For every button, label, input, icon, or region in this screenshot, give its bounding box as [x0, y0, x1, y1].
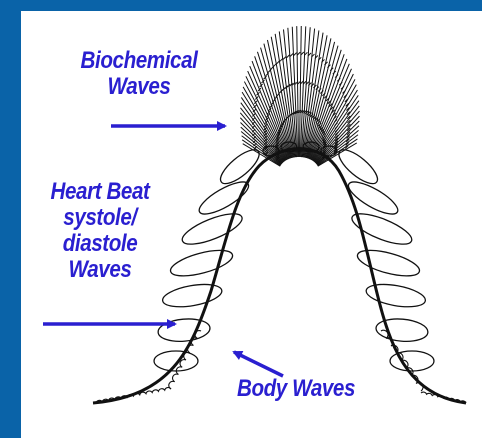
heartbeat-loop — [355, 245, 422, 281]
biochemical-waves-crown — [240, 26, 359, 166]
biochemical-label-line: Waves — [63, 74, 214, 100]
heartbeat-label-line: Waves — [27, 257, 173, 283]
crown-barb — [290, 53, 293, 56]
crown-barb — [294, 53, 297, 56]
biochemical-label-line: Biochemical — [63, 48, 214, 74]
biochemical-waves-label: Biochemical Waves — [63, 48, 214, 100]
heartbeat-loop — [154, 351, 198, 371]
body-waves-label: Body Waves — [223, 376, 369, 402]
crown-barb — [297, 52, 300, 55]
heartbeat-label-line: systole/ — [27, 205, 173, 231]
body-waves-arrow — [234, 352, 283, 376]
heartbeat-label-line: Heart Beat — [27, 179, 173, 205]
heartbeat-loop — [157, 317, 211, 343]
heartbeat-loop — [179, 208, 246, 251]
crown-barb — [287, 55, 290, 58]
diagram-canvas: Biochemical Waves Heart Beat systole/ di… — [21, 11, 482, 438]
crown-stroke — [309, 59, 347, 159]
heartbeat-loop — [168, 245, 235, 281]
heartbeat-label-line: diastole — [27, 231, 173, 257]
heartbeat-loop — [195, 176, 252, 220]
heart-beat-waves-label: Heart Beat systole/ diastole Waves — [27, 179, 173, 283]
